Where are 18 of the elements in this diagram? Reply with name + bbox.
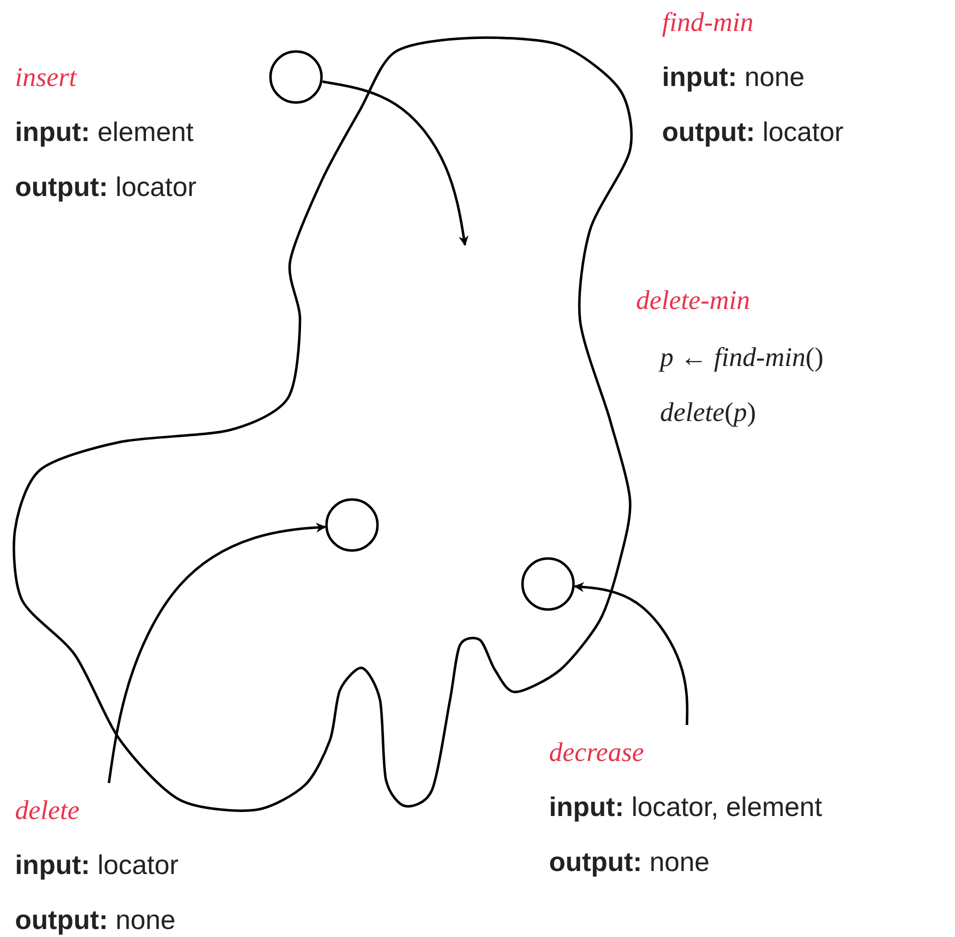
pseudocode-line: delete(p) <box>660 396 756 429</box>
operation-spec: output: none <box>15 904 177 937</box>
operation-spec: output: locator <box>662 116 844 149</box>
arrow <box>574 582 688 726</box>
operation-spec: input: none <box>662 61 805 94</box>
operation-name: delete-min <box>636 284 750 317</box>
operation-name: find-min <box>662 6 754 39</box>
operation-spec: input: element <box>15 116 194 149</box>
operation-name: decrease <box>549 736 645 769</box>
operation-spec: input: locator <box>15 849 179 882</box>
operation-name: insert <box>15 61 77 94</box>
pseudocode-line: p ← find-min() <box>660 341 824 374</box>
operation-spec: input: locator, element <box>549 791 822 824</box>
operation-name: delete <box>15 794 80 827</box>
operation-spec: output: locator <box>15 171 196 204</box>
operation-spec: output: none <box>549 846 711 879</box>
arrow <box>322 80 468 246</box>
arrow <box>108 522 326 784</box>
